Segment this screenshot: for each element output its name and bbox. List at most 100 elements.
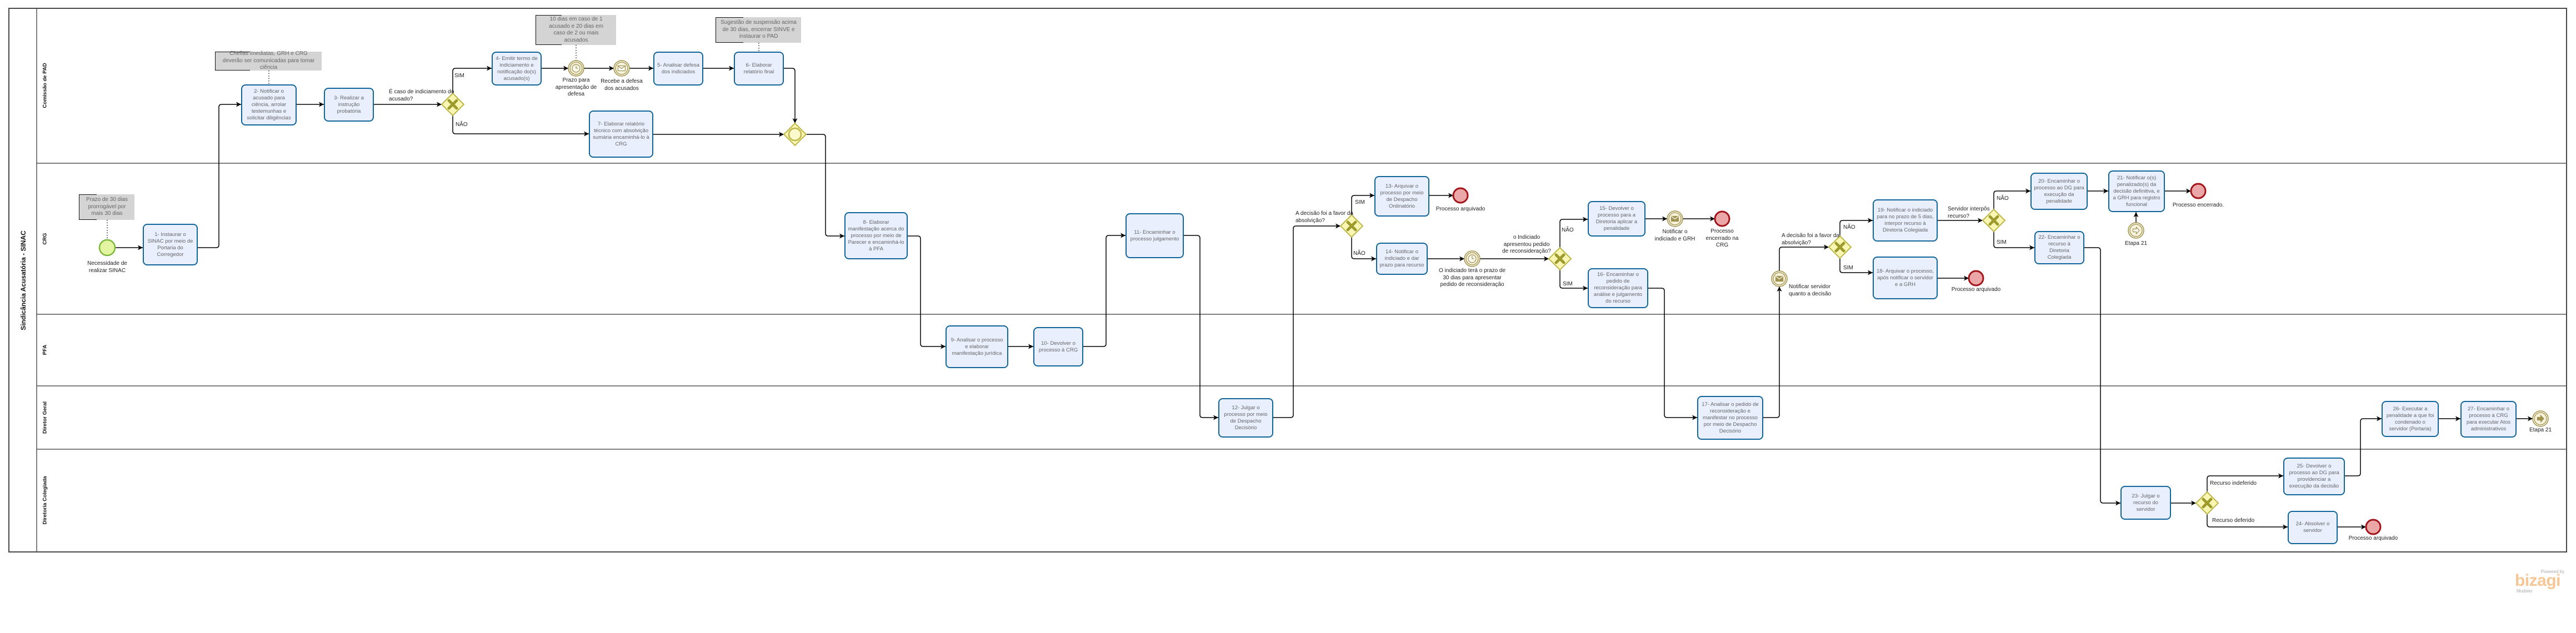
task-4-emitir-termo-indiciamento: 4- Emitir termo de indiciamento e notifi… — [492, 52, 542, 86]
flow-label-nao: NÃO — [1997, 195, 2009, 202]
sequence-flow — [2207, 514, 2288, 530]
task-label: 27- Encaminhar o processo à CRG para exe… — [2466, 406, 2511, 432]
event-inner-ring — [1773, 272, 1786, 285]
task-label: 17- Analisar o pedido de reconsideração … — [1702, 401, 1759, 434]
task-label: 6- Elaborar relatório final — [743, 62, 774, 75]
end-event-processo-arquivado — [2365, 519, 2382, 535]
sequence-flow — [2345, 416, 2382, 476]
annotation-prazo-30-dias: Prazo de 30 dias prorrogável por mais 30… — [78, 194, 134, 220]
envelope-flap — [1671, 216, 1679, 220]
clock-icon — [572, 64, 581, 73]
flow-label-sim: SIM — [1843, 265, 1853, 271]
pool: Sindicância Acusatória - SINAC Comissão … — [8, 8, 2567, 552]
link-event-label: Etapa 21 — [2529, 427, 2552, 433]
task-8-elaborar-manifestacao-parecer: 8- Elaborar manifestação acerca do proce… — [844, 212, 908, 259]
sequence-flow — [198, 102, 241, 248]
sequence-flows — [115, 66, 2533, 530]
sequence-flow — [452, 66, 492, 93]
pool-title: Sindicância Acusatória - SINAC — [19, 230, 27, 330]
sequence-flow — [806, 134, 844, 239]
flow-label-sim: SIM — [454, 73, 464, 79]
task-label: 1- Instaurar o SINAC por meio de Portari… — [147, 231, 193, 258]
inclusive-gateway-merge — [783, 122, 807, 147]
sequence-flow — [1083, 233, 1126, 347]
lane-label-comissao-de-pad: Comissão de PAD — [42, 63, 48, 108]
end-event-processo-encerrado — [2190, 183, 2207, 199]
flow-label-nao: NÃO — [1843, 224, 1855, 230]
sequence-flow — [1763, 287, 1782, 418]
pool-border — [8, 8, 2567, 552]
task-17-analisar-pedido-reconsideracao: 17- Analisar o pedido de reconsideração … — [1697, 396, 1763, 440]
sequence-flow — [1273, 223, 1340, 418]
x-icon — [1346, 220, 1357, 232]
task-label: 8- Elaborar manifestação acerca do proce… — [848, 219, 904, 252]
event-inner-ring — [2534, 412, 2547, 425]
clock-hands — [576, 66, 578, 69]
exclusive-gateway-servidor-recurso — [1982, 208, 2006, 233]
annotation-chefias-comunicadas: Chefias imediatas, GRH e CRG deverão ser… — [214, 51, 322, 71]
task-label: 21- Notificar o(s) penalizado(s) da deci… — [2113, 174, 2160, 208]
flow-label-sim: SIM — [1997, 239, 2007, 245]
flow-label-nao: NÃO — [1353, 250, 1365, 257]
task-13-arquivar-processo: 13- Arquivar o processo por meio de Desp… — [1374, 176, 1429, 217]
logo-wordmark: bizagi — [2515, 571, 2561, 590]
task-21-notificar-penalizados: 21- Notificar o(s) penalizado(s) da deci… — [2108, 170, 2165, 212]
gateway-question: A decisão foi a favor da absolvição? — [1782, 233, 1839, 246]
start-event — [98, 239, 116, 257]
end-event-label: Processo arquivado — [2348, 535, 2398, 541]
sequence-flow — [1559, 270, 1588, 291]
task-24-absolver-servidor: 24- Absolver o servidor — [2288, 511, 2338, 544]
task-label: 16- Encaminhar o pedido de reconsideraçã… — [1593, 272, 1643, 304]
lane-label-pfa: PFA — [42, 345, 48, 355]
annotation-text: Prazo de 30 dias prorrogável por mais 30… — [86, 197, 128, 217]
task-9-analisar-manifestacao-juridica: 9- Analisar o processo e elaborar manife… — [946, 325, 1008, 368]
lane-label-crg: CRG — [42, 233, 48, 244]
clock-hands — [1472, 256, 1474, 259]
end-event-label: Processo arquivado — [1951, 287, 2001, 293]
timer-event-label: Prazo para apresentação de defesa — [555, 77, 597, 97]
sequence-flow — [1559, 217, 1588, 248]
sequence-flow — [1351, 237, 1376, 262]
task-6-relatorio-final: 6- Elaborar relatório final — [734, 52, 784, 86]
message-throw-event-notificar-indiciado-grh — [1667, 210, 1683, 227]
task-16-encaminhar-pedido-reconsideracao: 16- Encaminhar o pedido de reconsideraçã… — [1588, 268, 1648, 308]
lane-label-diretoria-colegiada: Diretoria Colegiada — [42, 476, 48, 525]
task-7-relatorio-tecnico-absolvicao: 7- Elaborar relatório técnico com absolv… — [589, 110, 653, 158]
task-label: 10- Devolver o processo à CRG — [1038, 340, 1078, 353]
task-18-arquivar-apos-notificar: 18- Arquivar o processo, após notificar … — [1873, 257, 1938, 299]
exclusive-gateway-julgamento-recurso — [2195, 491, 2219, 515]
sequence-flow — [1648, 288, 1697, 420]
task-label: 24- Absolver o servidor — [2295, 521, 2330, 534]
sequence-flow — [2207, 473, 2283, 492]
lane-comissao-de-pad — [37, 8, 2567, 163]
lane-diretoria-colegiada — [37, 449, 2567, 552]
task-25-devolver-dg-execucao: 25- Devolver o processo ao DG para provi… — [2283, 458, 2345, 495]
sequence-flow — [1839, 218, 1873, 236]
task-26-executar-penalidade: 26- Executar a penalidade a que foi cond… — [2382, 401, 2439, 437]
task-label: 9- Analisar o processo e elaborar manife… — [951, 336, 1003, 356]
exclusive-gateway-decisao-absolvicao — [1339, 214, 1364, 238]
task-5-analisar-defesa: 5- Analisar defesa dos indiciados — [653, 52, 703, 86]
task-label: 25- Devolver o processo ao DG para provi… — [2289, 463, 2339, 489]
task-label: 4- Emitir termo de indiciamento e notifi… — [496, 55, 538, 82]
task-22-encaminhar-recurso-diretoria: 22- Encaminhar o recurso à Diretoria Col… — [2034, 231, 2084, 264]
annotation-sugestao-suspensao: Sugestão de suspensão acima de 30 dias, … — [715, 17, 801, 43]
annotation-text: 10 dias em caso de 1 acusado e 20 dias e… — [549, 16, 603, 43]
task-19-notificar-prazo-5-dias: 19- Notificar o indiciado para no prazo … — [1873, 199, 1938, 242]
task-23-julgar-recurso: 23- Julgar o recurso do servidor — [2120, 486, 2171, 520]
end-event-label: Processo encerrado na CRG — [1705, 228, 1739, 248]
task-label: 26- Executar a penalidade a que foi cond… — [2386, 405, 2434, 432]
task-27-encaminhar-crg-atos: 27- Encaminhar o processo à CRG para exe… — [2460, 401, 2517, 438]
envelope-filled-icon — [1670, 215, 1679, 222]
task-2-notificar-acusado: 2- Notificar o acusado para ciência, arr… — [241, 84, 297, 125]
task-label: 3- Realizar a instrução probatória — [334, 94, 364, 114]
end-circle-icon — [2365, 519, 2382, 535]
powered-by-text: Powered by — [2540, 569, 2564, 574]
event-inner-ring — [1668, 212, 1682, 225]
clock-icon — [1468, 254, 1477, 263]
timer-event-label: O indiciado terá o prazo de 30 dias para… — [1438, 268, 1506, 288]
end-event-label: Processo encerrado. — [2172, 202, 2224, 208]
exclusive-gateway-indiciamento — [441, 92, 465, 117]
task-1-instaurar-sinac: 1- Instaurar o SINAC por meio de Portari… — [143, 224, 198, 265]
